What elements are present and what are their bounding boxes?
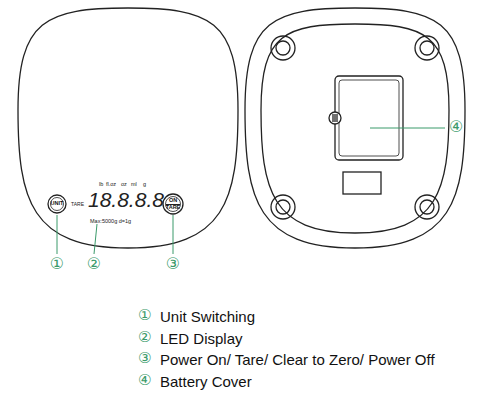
callout-number: ① [138, 308, 151, 323]
callout-number: ③ [138, 351, 151, 366]
unit-indicator: ml [131, 182, 137, 188]
callout-number: ① [50, 256, 64, 272]
scale-top-outline [18, 8, 238, 248]
callout-number: ② [138, 330, 151, 345]
part-name: LED Display [160, 331, 243, 346]
part-name: Battery Cover [160, 374, 252, 389]
callout-number: ② [87, 256, 101, 272]
battery-cover [335, 76, 403, 160]
scale-bottom-inner [261, 24, 449, 233]
capacity-text: Max:5000g d=1g [90, 219, 131, 225]
power-tare-button: ONTARE [162, 193, 184, 215]
unit-indicator: lb [99, 182, 103, 188]
button-text: TARE [166, 204, 181, 211]
unit-indicator: oz [121, 182, 127, 188]
unit-indicator: g [143, 182, 146, 188]
part-name: Unit Switching [160, 309, 255, 324]
unit-button: UNIT [47, 194, 67, 214]
leader-lines [57, 128, 445, 254]
label-plate [343, 172, 381, 194]
battery-latch [329, 112, 341, 124]
scale-bottom-outline [245, 8, 465, 248]
callout-number: ④ [449, 119, 463, 135]
part-name: Power On/ Tare/ Clear to Zero/ Power Off [160, 352, 435, 367]
callout-number: ④ [138, 373, 151, 388]
button-text: UNIT [51, 201, 64, 207]
tare-indicator: TARE [71, 202, 84, 207]
display-digits: 18.8.8.8 [88, 189, 164, 210]
callout-number: ③ [166, 256, 180, 272]
unit-indicator: fl.oz [106, 182, 116, 188]
